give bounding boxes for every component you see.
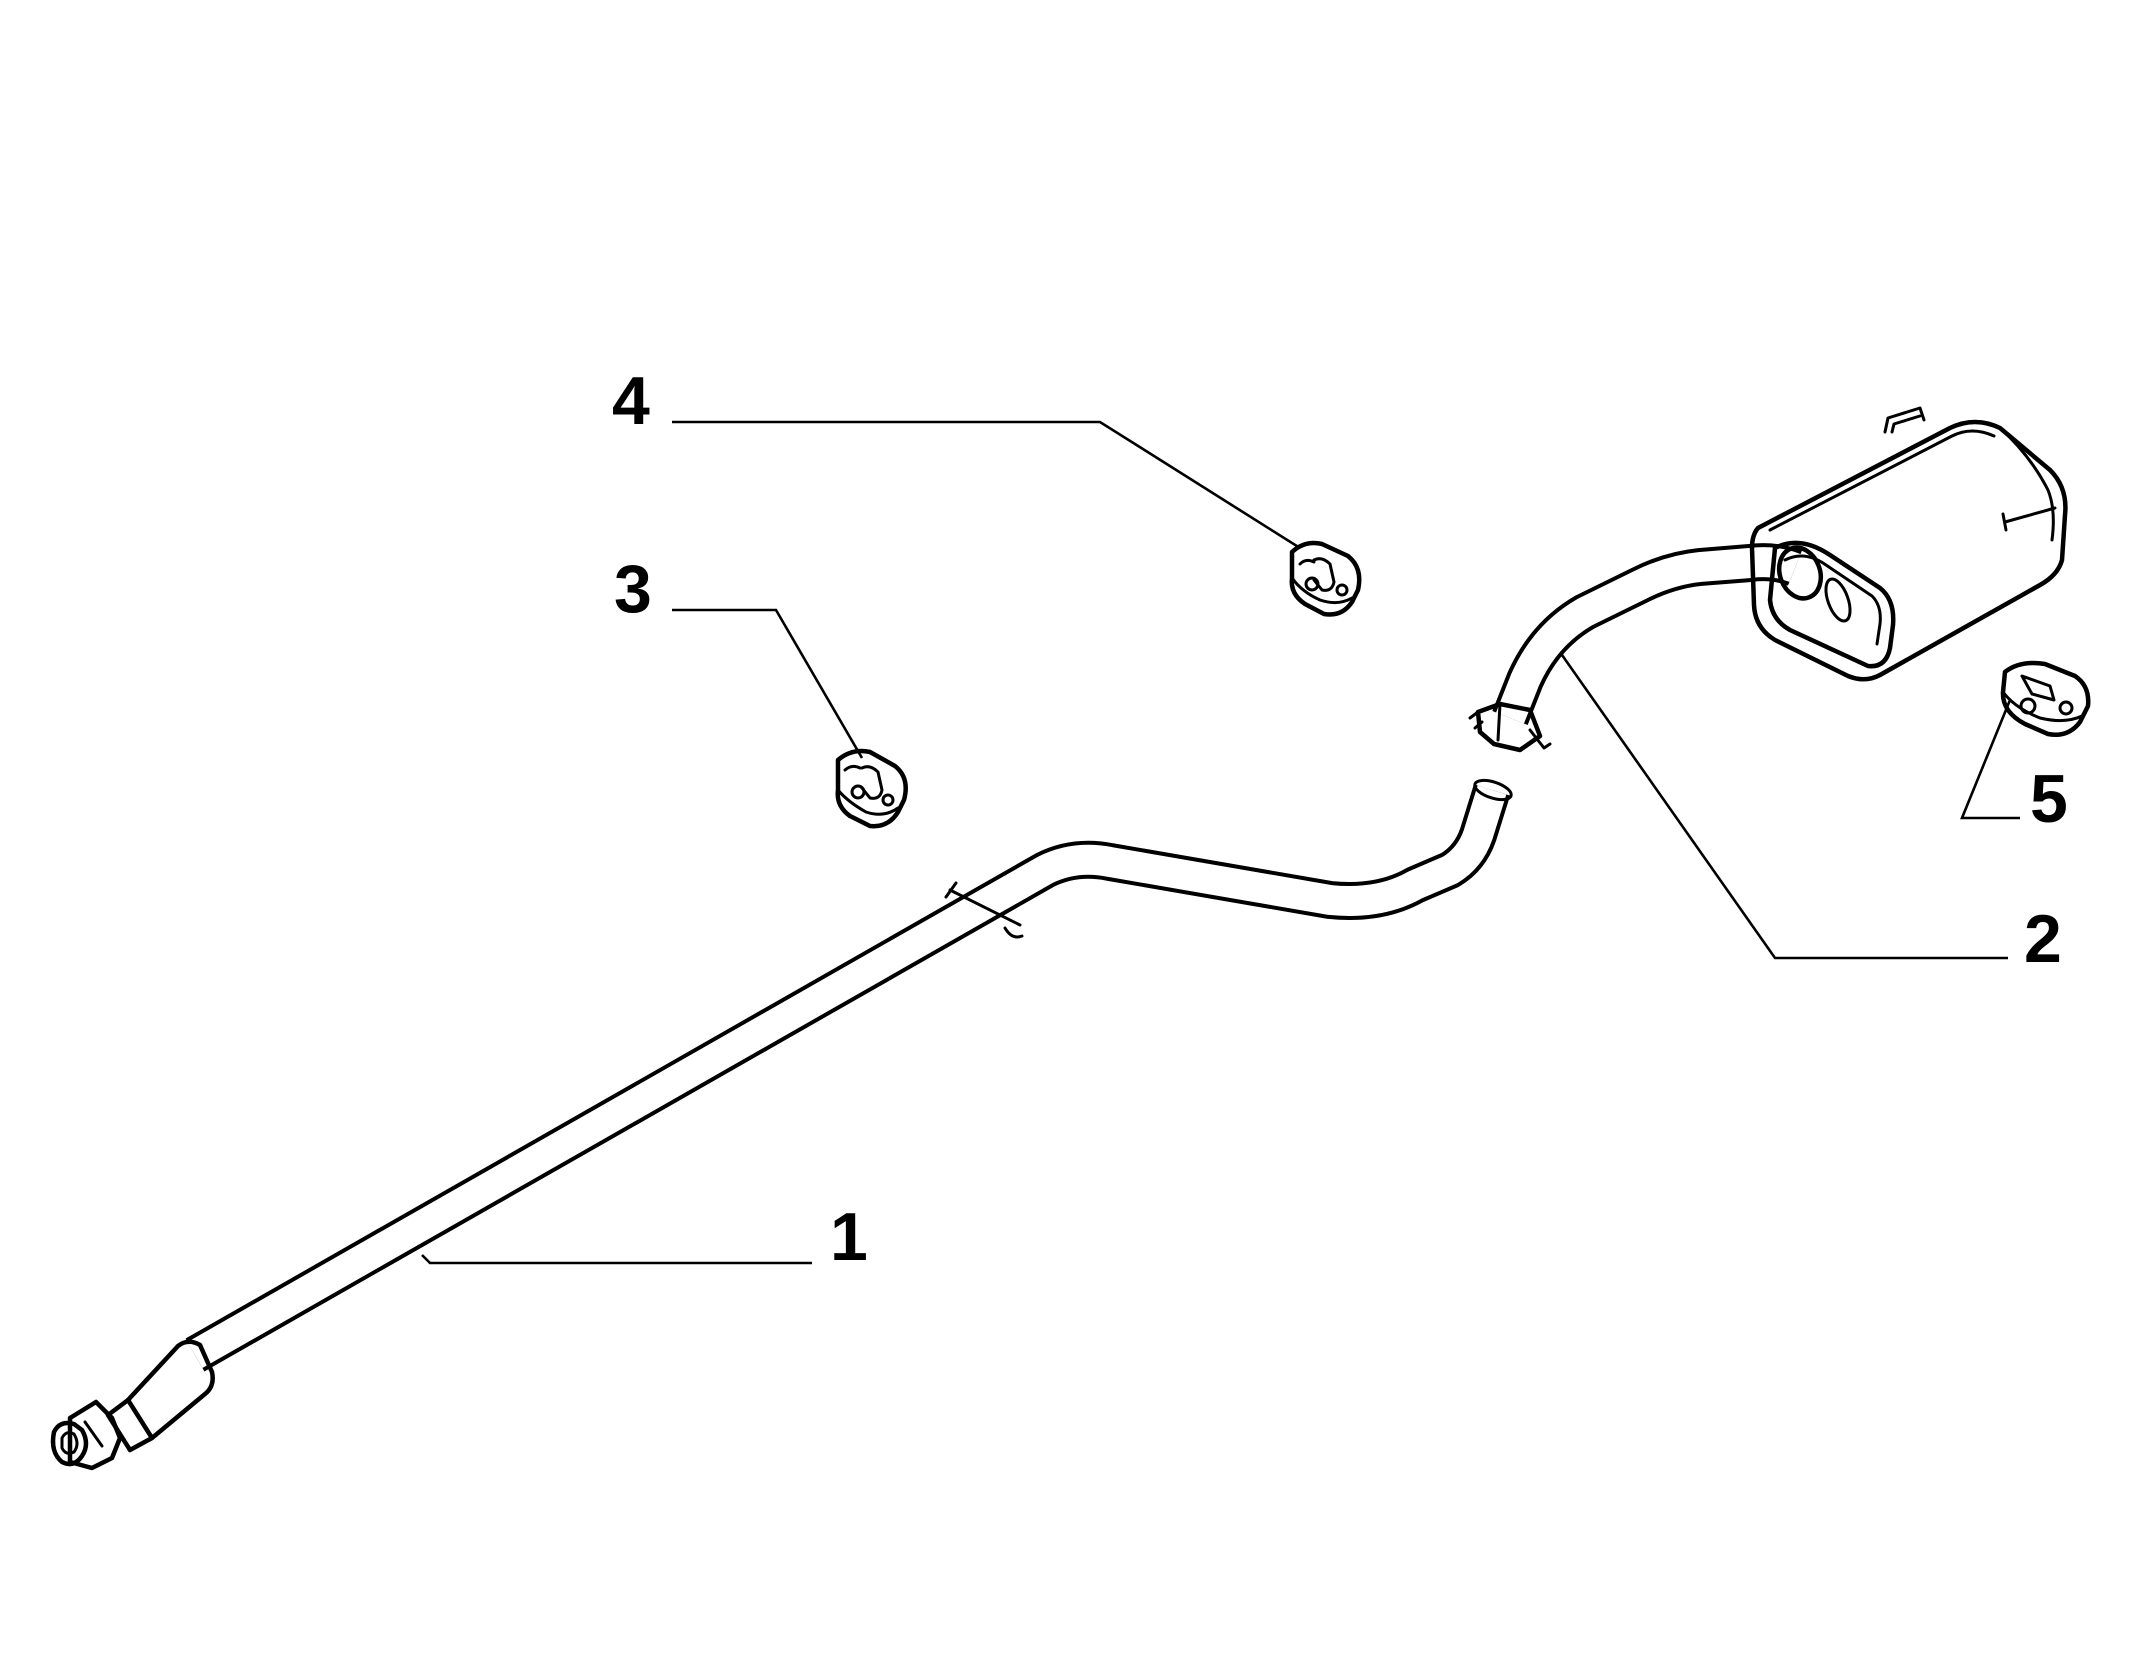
leader-line-5 [1960,699,2020,820]
leader-line-4 [672,420,1301,550]
leader-line-2 [1560,654,2008,960]
front-exhaust-pipe [50,778,1513,1471]
leader-line-3 [672,608,864,759]
callout-3: 3 [614,551,652,627]
callout-5: 5 [2030,761,2068,837]
leader-line-1 [421,1254,812,1265]
rubber-hanger-3 [835,748,908,829]
rubber-hanger-5 [2000,660,2091,737]
rubber-hanger-4 [1289,540,1362,617]
callout-2: 2 [2024,901,2062,977]
callout-4: 4 [612,363,650,439]
rear-silencer-assembly [1468,406,2068,753]
callout-1: 1 [830,1199,868,1275]
